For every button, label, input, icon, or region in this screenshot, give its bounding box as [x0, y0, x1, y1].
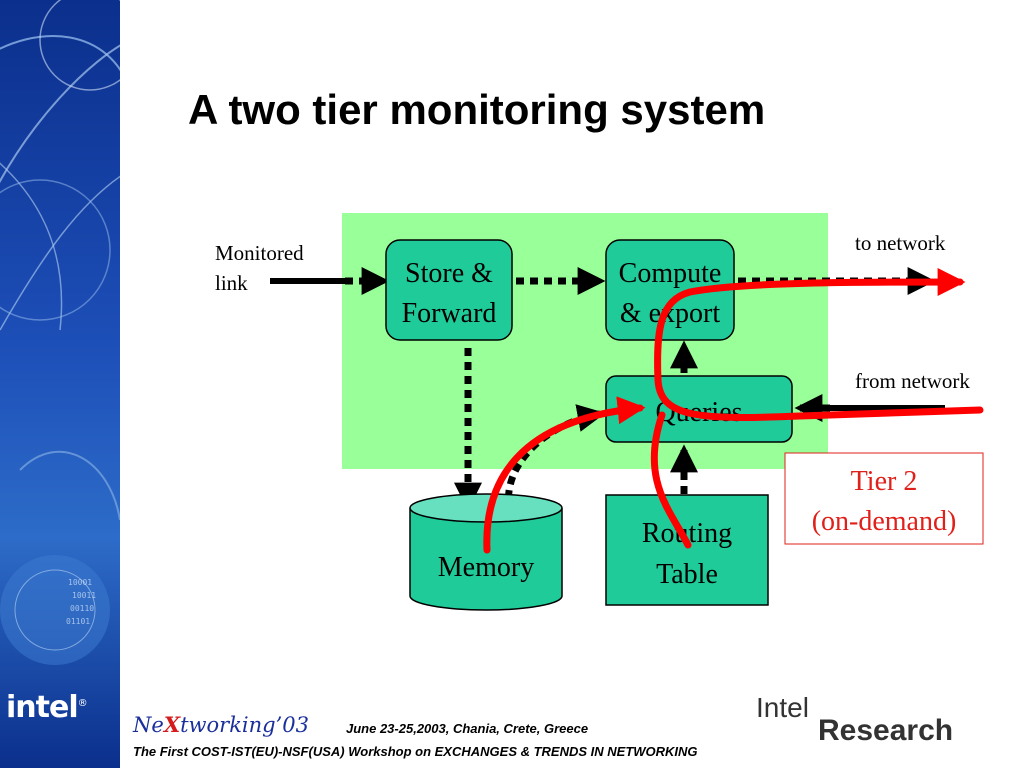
- sidebar-decoration: 10001 10011 00110 01101 intel®: [0, 0, 120, 768]
- intel-logo: intel®: [6, 690, 88, 725]
- tier2-path-to-network: [654, 268, 984, 421]
- tier2-label-line1: Tier 2: [851, 466, 918, 497]
- tier2-path-routing: [650, 411, 692, 549]
- queries-box: [605, 375, 793, 443]
- store-forward-label-line2: Forward: [402, 298, 497, 329]
- svg-text:01101: 01101: [66, 617, 90, 626]
- sidebar-swirl-graphic: 10001 10011 00110 01101: [0, 0, 120, 665]
- tier2-box: [784, 452, 984, 545]
- tier2-label-line2: (on-demand): [812, 506, 957, 537]
- intel-research-logo-research: Research: [818, 714, 954, 747]
- memory-cylinder: [409, 508, 563, 611]
- store-forward-box: [385, 239, 513, 341]
- monitored-link-label-line1: Monitored: [215, 241, 304, 265]
- store-forward-label-line1: Store &: [405, 258, 493, 289]
- monitored-link-label-line2: link: [215, 271, 248, 295]
- compute-export-label-line1: Compute: [619, 258, 722, 289]
- memory-label: Memory: [438, 552, 534, 583]
- svg-text:10001: 10001: [68, 578, 92, 587]
- routing-table-box: [605, 494, 769, 606]
- tier2-path-memory-to-queries: [483, 396, 646, 554]
- intel-research-logo-intel: Intel: [756, 692, 809, 723]
- footer-date-location: June 23-25,2003, Chania, Crete, Greece: [346, 721, 589, 736]
- intel-research-logo: Intel Research: [756, 694, 953, 746]
- routing-table-label-line2: Table: [656, 559, 718, 590]
- footer-workshop: The First COST-IST(EU)-NSF(USA) Workshop…: [133, 744, 698, 759]
- svg-text:00110: 00110: [70, 604, 94, 613]
- from-network-label: from network: [855, 369, 970, 393]
- svg-text:10011: 10011: [72, 591, 96, 600]
- nextworking-brand: NeXtworking’03: [133, 712, 310, 737]
- slide-title: A two tier monitoring system: [188, 86, 766, 133]
- to-network-label: to network: [855, 231, 946, 255]
